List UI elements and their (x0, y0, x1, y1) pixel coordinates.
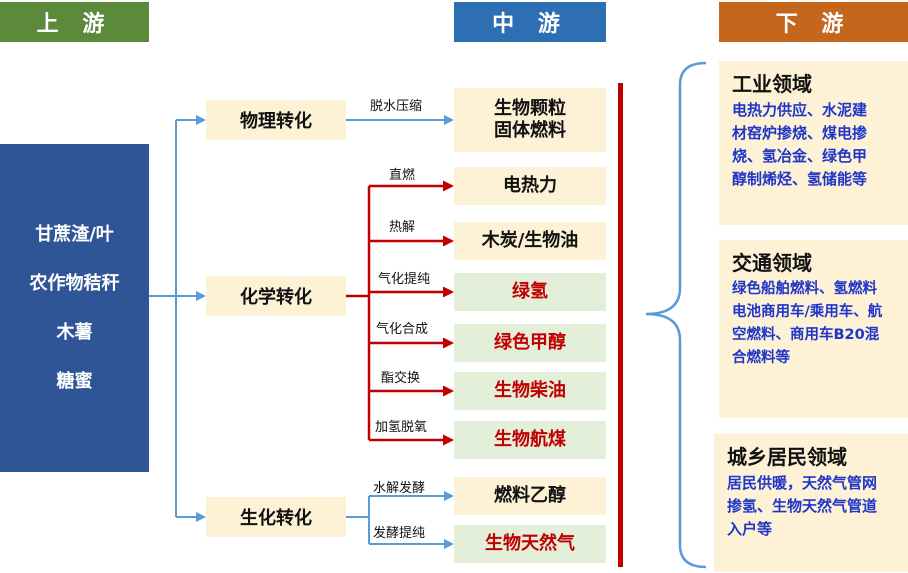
route-label-hydrolysis-ferment: 水解发酵 (373, 481, 426, 496)
residential-desc: 居民供暖，天然气管网 掺氢、生物天然气管道 入户等 (727, 472, 898, 541)
industry-desc-line: 醇制烯烃、氢储能等 (732, 170, 868, 188)
transport-title: 交通领域 (732, 251, 812, 275)
industry-desc: 电热力供应、水泥建 材窑炉掺烧、煤电掺 烧、氢冶金、绿色甲 醇制烯烃、氢储能等 (732, 99, 898, 191)
industry-desc-line: 材窑炉掺烧、煤电掺 (732, 124, 868, 142)
process-biochemical: 生化转化 (206, 497, 346, 537)
downstream-brace (645, 61, 707, 569)
header-downstream: 下 游 (719, 2, 908, 42)
product-pellet-line1: 生物颗粒 (494, 98, 566, 119)
feedstock-box: 甘蔗渣/叶 农作物秸秆 木薯 糖蜜 (0, 144, 149, 472)
transport-desc-line: 合燃料等 (732, 350, 790, 366)
transport-desc-line: 空燃料、商用车B20混 (732, 327, 880, 343)
product-biogas: 生物天然气 (454, 525, 606, 563)
residential-desc-line: 居民供暖，天然气管网 (727, 474, 878, 492)
process-chemical: 化学转化 (206, 276, 346, 316)
chemical-branch-arrows (346, 180, 454, 446)
feedstock-item: 木薯 (56, 322, 93, 343)
industry-desc-line: 电热力供应、水泥建 (732, 101, 868, 119)
midstream-divider (618, 83, 623, 567)
industry-title: 工业领域 (732, 72, 812, 96)
industry-desc-line: 烧、氢冶金、绿色甲 (732, 147, 868, 165)
product-pellet-line2: 固体燃料 (494, 120, 566, 141)
downstream-transport: 交通领域 绿色船舶燃料、氢燃料 电池商用车/乘用车、航 空燃料、商用车B20混 … (719, 240, 908, 418)
product-heat-power: 电热力 (454, 167, 606, 205)
route-label-ferment-purify: 发酵提纯 (373, 526, 426, 541)
feedstock-item: 糖蜜 (56, 371, 93, 392)
route-label-gasify-synth: 气化合成 (376, 322, 429, 337)
feedstock-item: 农作物秸秆 (29, 273, 120, 294)
transport-desc-line: 绿色船舶燃料、氢燃料 (732, 281, 877, 297)
route-label-gasify-purify: 气化提纯 (378, 272, 431, 287)
feedstock-item: 甘蔗渣/叶 (35, 224, 114, 245)
residential-title: 城乡居民领域 (727, 445, 847, 469)
process-physical: 物理转化 (206, 100, 346, 140)
route-label-hydro-deox: 加氢脱氧 (375, 420, 428, 435)
product-pellet-fuel: 生物颗粒 固体燃料 (454, 88, 606, 152)
biochemical-branch-arrows (346, 491, 454, 549)
downstream-industry: 工业领域 电热力供应、水泥建 材窑炉掺烧、煤电掺 烧、氢冶金、绿色甲 醇制烯烃、… (719, 61, 908, 225)
transport-desc-line: 电池商用车/乘用车、航 (732, 304, 883, 320)
route-label-dewater: 脱水压缩 (370, 99, 423, 114)
header-midstream: 中 游 (454, 2, 606, 42)
route-label-pyrolysis: 热解 (389, 220, 416, 235)
header-upstream: 上 游 (0, 2, 149, 42)
transport-desc: 绿色船舶燃料、氢燃料 电池商用车/乘用车、航 空燃料、商用车B20混 合燃料等 (732, 278, 898, 370)
product-biodiesel: 生物柴油 (454, 372, 606, 410)
source-branch-arrows (149, 115, 206, 522)
product-charcoal-oil: 木炭/生物油 (454, 222, 606, 260)
product-fuel-ethanol: 燃料乙醇 (454, 477, 606, 515)
product-green-hydrogen: 绿氢 (454, 273, 606, 311)
product-bio-jet-fuel: 生物航煤 (454, 421, 606, 459)
route-label-direct: 直燃 (389, 168, 416, 183)
product-green-methanol: 绿色甲醇 (454, 324, 606, 362)
downstream-residential: 城乡居民领域 居民供暖，天然气管网 掺氢、生物天然气管道 入户等 (714, 434, 908, 572)
residential-desc-line: 掺氢、生物天然气管道 (727, 497, 878, 515)
residential-desc-line: 入户等 (727, 520, 773, 538)
route-label-transester: 酯交换 (381, 371, 421, 386)
